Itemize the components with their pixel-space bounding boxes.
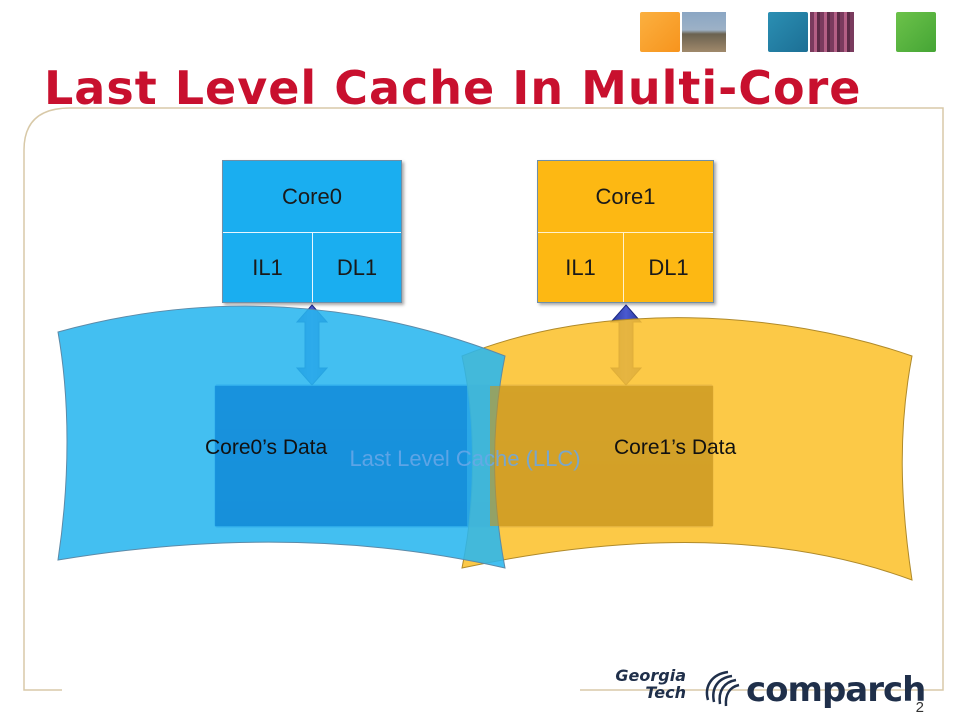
core1-label: Core1 <box>538 161 713 233</box>
core0-label: Core0 <box>223 161 401 233</box>
llc-label: Last Level Cache (LLC) <box>349 446 581 471</box>
core0-block: Core0 IL1 DL1 <box>222 160 402 303</box>
building-photo-thumbnail <box>682 12 726 52</box>
comparch-swirl-icon <box>705 670 740 707</box>
core0-dl1-label: DL1 <box>336 254 378 280</box>
core1-data-label: Core1’s Data <box>614 436 737 459</box>
core0-data-label: Core0’s Data <box>205 436 328 459</box>
georgia-tech-logo: Georgia Tech <box>598 667 686 701</box>
core1-il1-label: IL1 <box>538 233 624 302</box>
georgia-tech-logo-line1: Georgia <box>615 666 686 685</box>
teal-square-decoration <box>768 12 808 52</box>
page-number: 2 <box>915 699 924 716</box>
core1-dl1-label: DL1 <box>648 254 689 280</box>
core1-data-overlay <box>490 386 713 526</box>
georgia-tech-logo-line2: Tech <box>645 683 686 702</box>
slide-title: Last Level Cache In Multi-Core <box>44 61 862 116</box>
orange-square-decoration <box>640 12 680 52</box>
comparch-logo: comparch <box>746 670 926 710</box>
green-square-decoration <box>896 12 936 52</box>
core0-data-overlay <box>215 386 467 526</box>
chip-photo-thumbnail <box>810 12 854 52</box>
core1-block: Core1 IL1 DL1 <box>537 160 714 303</box>
core0-il1-label: IL1 <box>223 233 313 302</box>
